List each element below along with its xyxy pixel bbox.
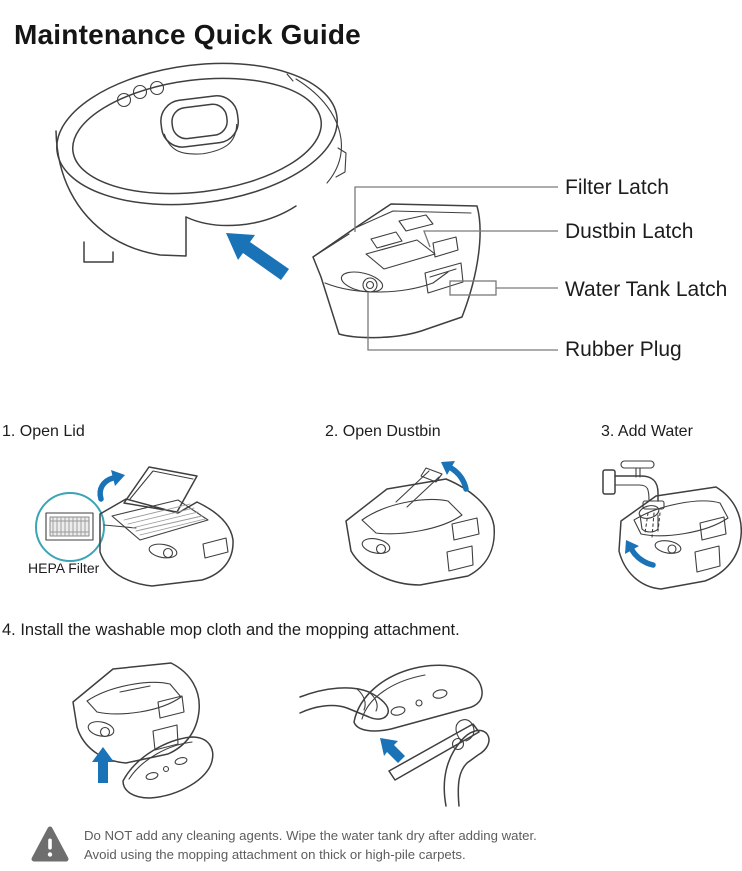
open-dustbin-arrow-icon	[448, 465, 469, 492]
step4-dustbin-illustration	[72, 662, 214, 799]
attach-arrow-icon	[380, 738, 405, 763]
callout-label-water-tank-latch: Water Tank Latch	[565, 278, 728, 301]
hepa-filter-icon	[45, 512, 94, 541]
add-water-arrowhead-icon	[625, 540, 639, 554]
step4-label: 4. Install the washable mop cloth and th…	[2, 621, 460, 639]
open-dustbin-arrowhead-icon	[441, 461, 455, 475]
hepa-callout-circle	[35, 492, 105, 562]
callout-lines	[354, 186, 558, 351]
step2-label: 2. Open Dustbin	[325, 423, 441, 440]
insert-arrow-icon	[226, 233, 289, 280]
step3-illustration	[602, 460, 742, 590]
warning-line-2: Avoid using the mopping attachment on th…	[84, 846, 466, 862]
step1-label: 1. Open Lid	[2, 423, 85, 440]
callout-label-rubber-plug: Rubber Plug	[565, 338, 682, 361]
step1-illustration	[35, 466, 234, 587]
callout-label-filter-latch: Filter Latch	[565, 176, 669, 199]
water-drops-icon	[644, 512, 661, 538]
step2-illustration	[345, 467, 495, 586]
dustbin-illustration	[312, 203, 481, 339]
warning-text: Do NOT add any cleaning agents. Wipe the…	[84, 824, 537, 864]
step3-label: 3. Add Water	[601, 423, 693, 440]
faucet-icon	[602, 460, 665, 538]
warning-line-1: Do NOT add any cleaning agents. Wipe the…	[84, 828, 537, 843]
robot-vacuum-illustration	[55, 62, 347, 263]
install-up-arrow-icon	[92, 747, 114, 783]
add-water-arrow-icon	[629, 547, 656, 568]
open-lid-arrow-icon	[97, 475, 116, 502]
warning-icon	[30, 824, 70, 870]
warning-note: Do NOT add any cleaning agents. Wipe the…	[30, 824, 537, 870]
lidar-turret	[160, 95, 239, 155]
open-lid-arrowhead-icon	[111, 470, 125, 486]
callout-label-dustbin-latch: Dustbin Latch	[565, 220, 694, 243]
step4-mop-attachment-illustration	[299, 664, 490, 807]
page-title: Maintenance Quick Guide	[14, 18, 361, 50]
hepa-filter-label: HEPA Filter	[28, 560, 100, 576]
